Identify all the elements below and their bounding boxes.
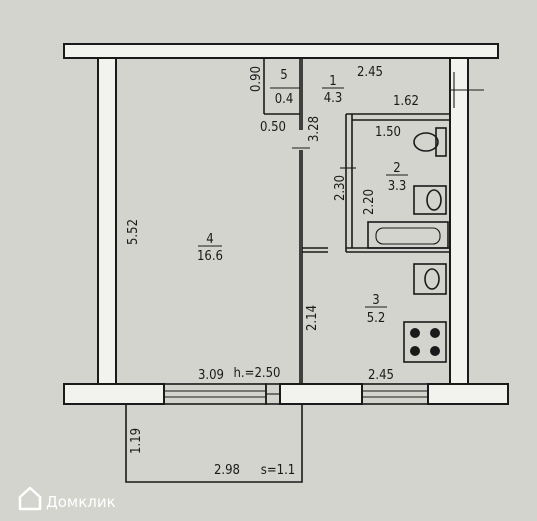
room-labels: 4 16.6 1 4.3 5 0.4 2 3.3 3 5.2 <box>197 68 408 326</box>
living-width-label: 3.09 <box>198 368 224 383</box>
toilet-icon <box>413 127 447 157</box>
watermark: Домклик <box>18 486 116 511</box>
room-1-area: 4.3 <box>324 91 343 106</box>
corridor-length-label: 3.28 <box>307 116 322 142</box>
bath-height-inner-label: 2.20 <box>362 189 377 215</box>
kitchen-sink-icon <box>413 263 447 295</box>
room-5-number: 5 <box>280 68 287 83</box>
room-4-number: 4 <box>206 232 213 247</box>
room-2-number: 2 <box>393 161 400 176</box>
bath-width-label: 1.50 <box>375 125 401 140</box>
living-height-label: 5.52 <box>126 219 141 245</box>
room-5-area: 0.4 <box>275 92 294 107</box>
balcony-door <box>265 383 281 405</box>
sink-icon <box>413 185 447 215</box>
room-3-number: 3 <box>372 293 379 308</box>
closet-depth-label: 0.50 <box>260 120 286 135</box>
bathtub-icon <box>367 221 449 249</box>
corridor-width-label: 2.45 <box>357 65 383 80</box>
bath-height-outer-label: 2.30 <box>333 175 348 201</box>
balcony-width-label: 2.98 <box>214 463 240 478</box>
dimension-labels: 0.90 0.50 2.45 3.28 1.62 1.50 2.30 2.20 … <box>126 65 419 478</box>
domclick-logo-icon <box>18 486 42 511</box>
balcony-depth-label: 1.19 <box>129 428 144 454</box>
room-3-area: 5.2 <box>367 311 386 326</box>
room-2-area: 3.3 <box>388 179 407 194</box>
closet-width-label: 0.90 <box>249 66 264 92</box>
balcony <box>125 404 303 483</box>
kitchen-width-label: 2.45 <box>368 368 394 383</box>
dimension-lines <box>270 72 484 169</box>
room-4-area: 16.6 <box>197 249 223 264</box>
balcony-area-label: s=1.1 <box>261 463 296 478</box>
interior-walls <box>263 58 450 384</box>
watermark-brand: Домклик <box>46 493 116 511</box>
corridor-inner-label: 1.62 <box>393 94 419 109</box>
kitchen-height-label: 2.14 <box>305 305 320 331</box>
stove-icon <box>403 321 447 363</box>
windows <box>163 383 429 405</box>
room-1-number: 1 <box>329 74 336 89</box>
ceiling-height-label: h.=2.50 <box>234 366 281 381</box>
